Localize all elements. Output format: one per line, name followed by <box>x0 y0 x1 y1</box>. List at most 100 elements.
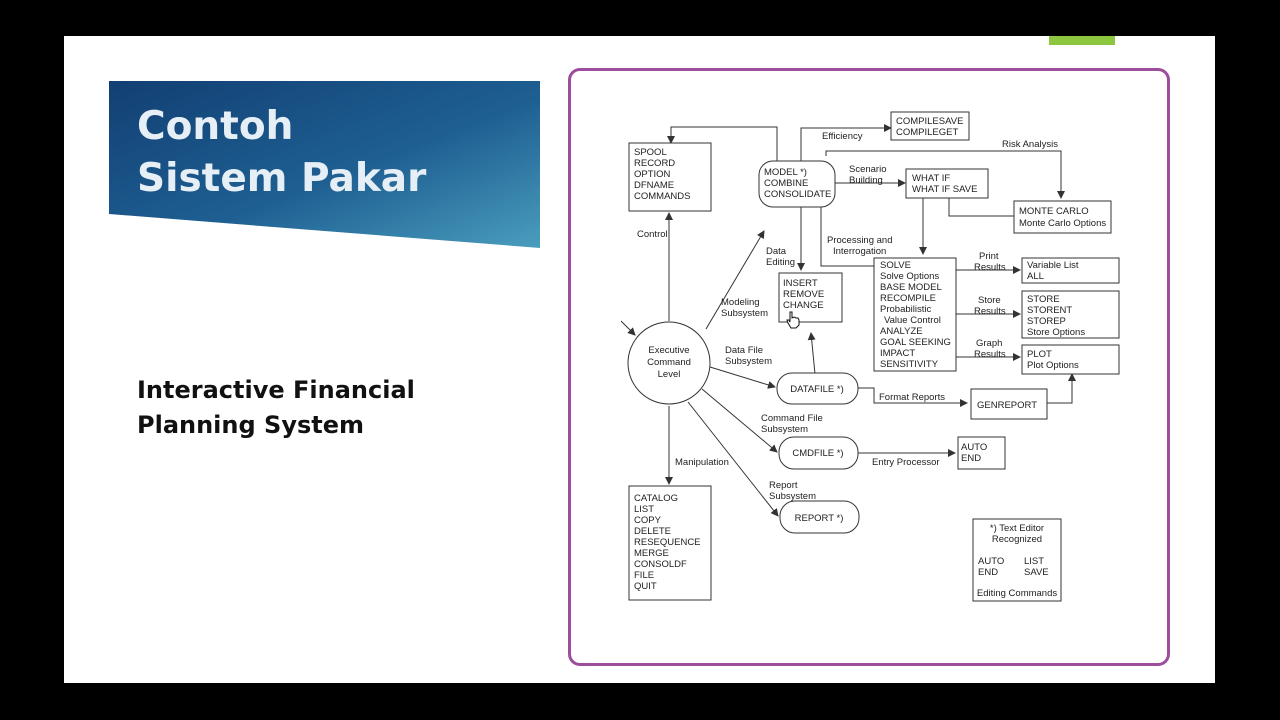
spool-line: OPTION <box>634 169 671 180</box>
label-modeling: Subsystem <box>721 308 768 319</box>
title-line-2: Sistem Pakar <box>137 156 427 201</box>
spool-line: RECORD <box>634 158 675 169</box>
exec-line-1: Executive <box>648 345 689 356</box>
label-report-sub: Subsystem <box>769 491 816 502</box>
connectors <box>620 124 1076 517</box>
datafile-label: DATAFILE *) <box>790 384 844 395</box>
label-datafile-sub: Subsystem <box>725 356 772 367</box>
report-label: REPORT *) <box>795 513 844 524</box>
label-datafile-sub: Data File <box>725 345 763 356</box>
datafile-box <box>776 372 859 405</box>
label-efficiency: Efficiency <box>822 131 863 142</box>
spool-line: COMMANDS <box>634 191 690 202</box>
subtitle-line-2: Planning System <box>137 411 365 439</box>
solve-line: SOLVE <box>880 260 911 271</box>
label-entry: Entry Processor <box>872 457 940 468</box>
connector-labels: Efficiency Risk Analysis Scenario Buildi… <box>637 131 1058 502</box>
legend-auto: AUTO <box>978 556 1004 567</box>
legend-line-2: Recognized <box>992 534 1042 545</box>
legend-end: END <box>978 567 998 578</box>
report-box <box>779 500 860 534</box>
genreport-label: GENREPORT <box>977 400 1037 411</box>
catalog-line: CONSOLDF <box>634 559 687 570</box>
flow-diagram: Executive Command Level SPOOL RECORD OPT… <box>620 111 1120 602</box>
whatif-line: WHAT IF SAVE <box>912 184 977 195</box>
compile-box <box>890 111 970 141</box>
catalog-line: FILE <box>634 570 654 581</box>
spool-box <box>628 142 712 212</box>
exec-line-2: Command <box>647 357 691 368</box>
label-manipulation: Manipulation <box>675 457 729 468</box>
label-control: Control <box>637 229 668 240</box>
montecarlo-line: MONTE CARLO <box>1019 206 1089 217</box>
diagram-boxes <box>627 111 1120 602</box>
solve-line: GOAL SEEKING <box>880 337 951 348</box>
genreport-box <box>970 388 1048 420</box>
label-graph: Results <box>974 349 1006 360</box>
model-line: MODEL *) <box>764 167 807 178</box>
label-print: Print <box>979 251 999 262</box>
catalog-line: CATALOG <box>634 493 678 504</box>
spool-line: SPOOL <box>634 147 667 158</box>
legend-list: LIST <box>1024 556 1044 567</box>
label-scenario: Building <box>849 175 883 186</box>
label-report-sub: Report <box>769 480 798 491</box>
plot-line: PLOT <box>1027 349 1052 360</box>
catalog-line: RESEQUENCE <box>634 537 701 548</box>
solve-line: SENSITIVITY <box>880 359 939 370</box>
label-processing: Processing and <box>827 235 892 246</box>
solve-line: ANALYZE <box>880 326 923 337</box>
varlist-box <box>1021 257 1120 284</box>
compile-line: COMPILEGET <box>896 127 958 138</box>
label-modeling: Modeling <box>721 297 760 308</box>
slide-subtitle: Interactive Financial Planning System <box>137 373 517 443</box>
label-store: Results <box>974 306 1006 317</box>
plot-box <box>1021 344 1120 375</box>
slide: Contoh Sistem Pakar Interactive Financia… <box>64 36 1215 683</box>
label-store: Store <box>978 295 1001 306</box>
compile-line: COMPILESAVE <box>896 116 963 127</box>
solve-box <box>873 257 957 372</box>
title-line-1: Contoh <box>137 104 294 149</box>
box-labels: Executive Command Level SPOOL RECORD OPT… <box>634 116 1106 599</box>
label-scenario: Scenario <box>849 164 887 175</box>
store-box <box>1021 290 1120 339</box>
solve-line: Solve Options <box>880 271 939 282</box>
catalog-line: MERGE <box>634 548 669 559</box>
catalog-line: LIST <box>634 504 654 515</box>
solve-line: BASE MODEL <box>880 282 942 293</box>
accent-bar <box>1049 36 1115 45</box>
whatif-line: WHAT IF <box>912 173 950 184</box>
catalog-line: COPY <box>634 515 662 526</box>
auto-line: END <box>961 453 981 464</box>
label-graph: Graph <box>976 338 1002 349</box>
store-line: STORENT <box>1027 305 1072 316</box>
catalog-line: DELETE <box>634 526 671 537</box>
legend-line-1: *) Text Editor <box>990 523 1044 534</box>
catalog-box <box>628 485 712 601</box>
subtitle-line-1: Interactive Financial <box>137 376 415 404</box>
label-data-editing: Editing <box>766 257 795 268</box>
title-banner: Contoh Sistem Pakar <box>109 81 540 248</box>
model-line: CONSOLIDATE <box>764 189 831 200</box>
model-line: COMBINE <box>764 178 808 189</box>
spool-line: DFNAME <box>634 180 674 191</box>
whatif-box <box>905 168 989 199</box>
solve-line: Probabilistic <box>880 304 931 315</box>
montecarlo-line: Monte Carlo Options <box>1019 218 1106 229</box>
solve-line: IMPACT <box>880 348 915 359</box>
solve-line: Value Control <box>884 315 941 326</box>
insert-line: INSERT <box>783 278 818 289</box>
insert-line: CHANGE <box>783 300 824 311</box>
montecarlo-box <box>1013 200 1112 234</box>
label-cmd-sub: Subsystem <box>761 424 808 435</box>
varlist-line: ALL <box>1027 271 1044 282</box>
label-print: Results <box>974 262 1006 273</box>
legend-footer: Editing Commands <box>977 588 1058 599</box>
hand-cursor-icon <box>786 311 800 329</box>
store-line: Store Options <box>1027 327 1085 338</box>
store-line: STORE <box>1027 294 1060 305</box>
legend-box <box>972 518 1062 602</box>
label-format: Format Reports <box>879 392 945 403</box>
legend-save: SAVE <box>1024 567 1049 578</box>
